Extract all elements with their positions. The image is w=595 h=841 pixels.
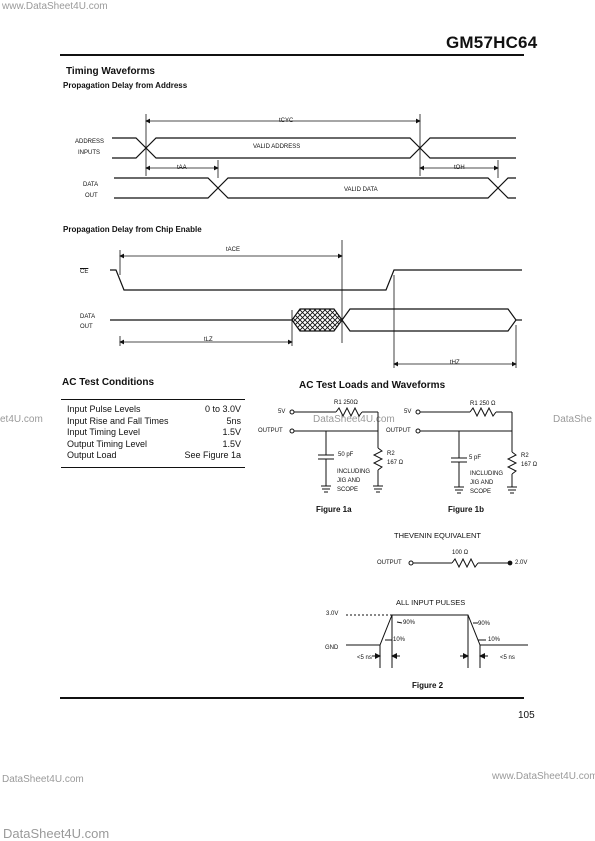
param-cell: Output Timing Level	[67, 438, 148, 449]
watermark-top[interactable]: www.DataSheet4U.com	[2, 1, 108, 12]
thevenin-v: 2.0V	[515, 560, 528, 566]
thevenin-output: OUTPUT	[377, 560, 402, 566]
fig1b-5v: 5V	[404, 409, 412, 415]
watermark-bottom-big[interactable]: DataSheet4U.com	[3, 826, 110, 841]
conditions-rule-bottom	[61, 467, 245, 468]
address-label-2: INPUTS	[78, 150, 101, 156]
param-cell: Input Rise and Fall Times	[67, 415, 169, 426]
data-label-ce-1: DATA	[80, 314, 96, 320]
watermark-right-bottom[interactable]: www.DataSheet4U.com	[492, 771, 595, 782]
pulses-90a: 90%	[403, 620, 416, 626]
ce-label: CE	[80, 269, 89, 275]
watermark-right-mid: DataShe	[553, 414, 592, 425]
fig1a-r1: R1 250Ω	[334, 400, 358, 406]
watermark-left-mid: et4U.com	[0, 414, 43, 425]
data-label-2: OUT	[85, 193, 98, 199]
value-cell: 5ns	[226, 415, 241, 426]
conditions-rule-top	[61, 399, 245, 400]
tace-label: tACE	[226, 247, 241, 253]
pulses-3v: 3.0V	[326, 611, 339, 617]
fig1a-cap: 50 pF	[338, 452, 354, 458]
ce-title: Propagation Delay from Chip Enable	[63, 225, 202, 234]
ac-conditions-title: AC Test Conditions	[62, 377, 155, 388]
page-number: 105	[518, 710, 535, 721]
data-out-ce-waveform	[110, 308, 522, 332]
conditions-table: Input Pulse Levels 0 to 3.0V Input Rise a…	[67, 404, 241, 462]
fig1a-jig-2: JIG AND	[337, 478, 361, 484]
valid-data-label: VALID DATA	[344, 187, 378, 193]
fig1b-caption: Figure 1b	[448, 505, 485, 514]
fig1a-r2-1: R2	[387, 451, 395, 457]
pulses-t5b: <5 ns	[500, 655, 515, 661]
data-label-1: DATA	[83, 182, 99, 188]
fig1b-r1: R1 250 Ω	[470, 401, 496, 407]
param-cell: Output Load	[67, 450, 117, 460]
conditions-row: Input Rise and Fall Times 5ns	[67, 416, 241, 428]
fig1a-caption: Figure 1a	[316, 505, 352, 514]
data-label-ce-2: OUT	[80, 324, 93, 330]
pulses-90b: 90%	[478, 621, 491, 627]
conditions-row: Output Load See Figure 1a	[67, 450, 241, 462]
fig1b-r2-2: 167 Ω	[521, 462, 538, 468]
timing-title: Timing Waveforms	[66, 66, 155, 77]
part-number: GM57HC64	[446, 33, 538, 52]
fig1b-r2-1: R2	[521, 453, 529, 459]
fig1b-jig-1: INCLUDING	[470, 471, 504, 477]
watermark-center-mid: DataSheet4U.com	[313, 414, 395, 425]
thevenin-r: 100 Ω	[452, 550, 469, 556]
address-label-1: ADDRESS	[75, 139, 105, 145]
addr-title: Propagation Delay from Address	[63, 81, 188, 90]
value-cell: 0 to 3.0V	[204, 404, 241, 414]
pulses-10b: 10%	[488, 637, 501, 643]
conditions-row: Input Timing Level 1.5V	[67, 427, 241, 439]
fig1a-jig-1: INCLUDING	[337, 469, 371, 475]
conditions-row: Input Pulse Levels 0 to 3.0V	[67, 404, 241, 416]
tace-marker	[119, 240, 343, 343]
fig1a-output: OUTPUT	[258, 428, 283, 434]
fig1b-jig-3: SCOPE	[470, 489, 492, 495]
input-pulse-waveform	[346, 614, 528, 668]
tlz-thz-markers	[119, 275, 517, 368]
fig1b-jig-2: JIG AND	[470, 480, 494, 486]
param-cell: Input Timing Level	[67, 427, 141, 437]
fig1b-cap: 5 pF	[469, 455, 482, 461]
fig1a-jig-3: SCOPE	[337, 487, 359, 493]
header-rule	[60, 54, 524, 56]
conditions-row: Output Timing Level 1.5V	[67, 439, 241, 451]
value-cell: 1.5V	[222, 427, 241, 437]
data-out-waveform	[114, 177, 516, 199]
fig1a-r2-2: 167 Ω	[387, 460, 404, 466]
footer-rule	[60, 697, 524, 699]
ce-waveform	[110, 269, 522, 291]
watermark-left-bottom[interactable]: DataSheet4U.com	[2, 774, 84, 785]
value-cell: 1.5V	[222, 438, 241, 449]
figure1a-circuit	[289, 406, 384, 493]
fig1b-output: OUTPUT	[386, 428, 411, 434]
ac-loads-title: AC Test Loads and Waveforms	[299, 380, 446, 391]
valid-address-label: VALID ADDRESS	[253, 144, 301, 150]
figure1b-circuit	[415, 406, 518, 494]
timing-markers-address	[145, 114, 499, 178]
value-cell: See Figure 1a	[184, 450, 241, 460]
pulses-10a: 10%	[393, 637, 406, 643]
pulses-title: ALL INPUT PULSES	[396, 598, 466, 607]
pulses-gnd: GND	[325, 645, 339, 651]
thevenin-title: THEVENIN EQUIVALENT	[394, 531, 481, 540]
thevenin-circuit	[408, 557, 508, 569]
address-waveform	[112, 137, 516, 159]
pulses-t5a: <5 ns	[357, 655, 372, 661]
figure2-caption: Figure 2	[412, 681, 444, 690]
param-cell: Input Pulse Levels	[67, 404, 141, 414]
thevenin-node	[507, 560, 513, 566]
fig1a-5v: 5V	[278, 409, 286, 415]
